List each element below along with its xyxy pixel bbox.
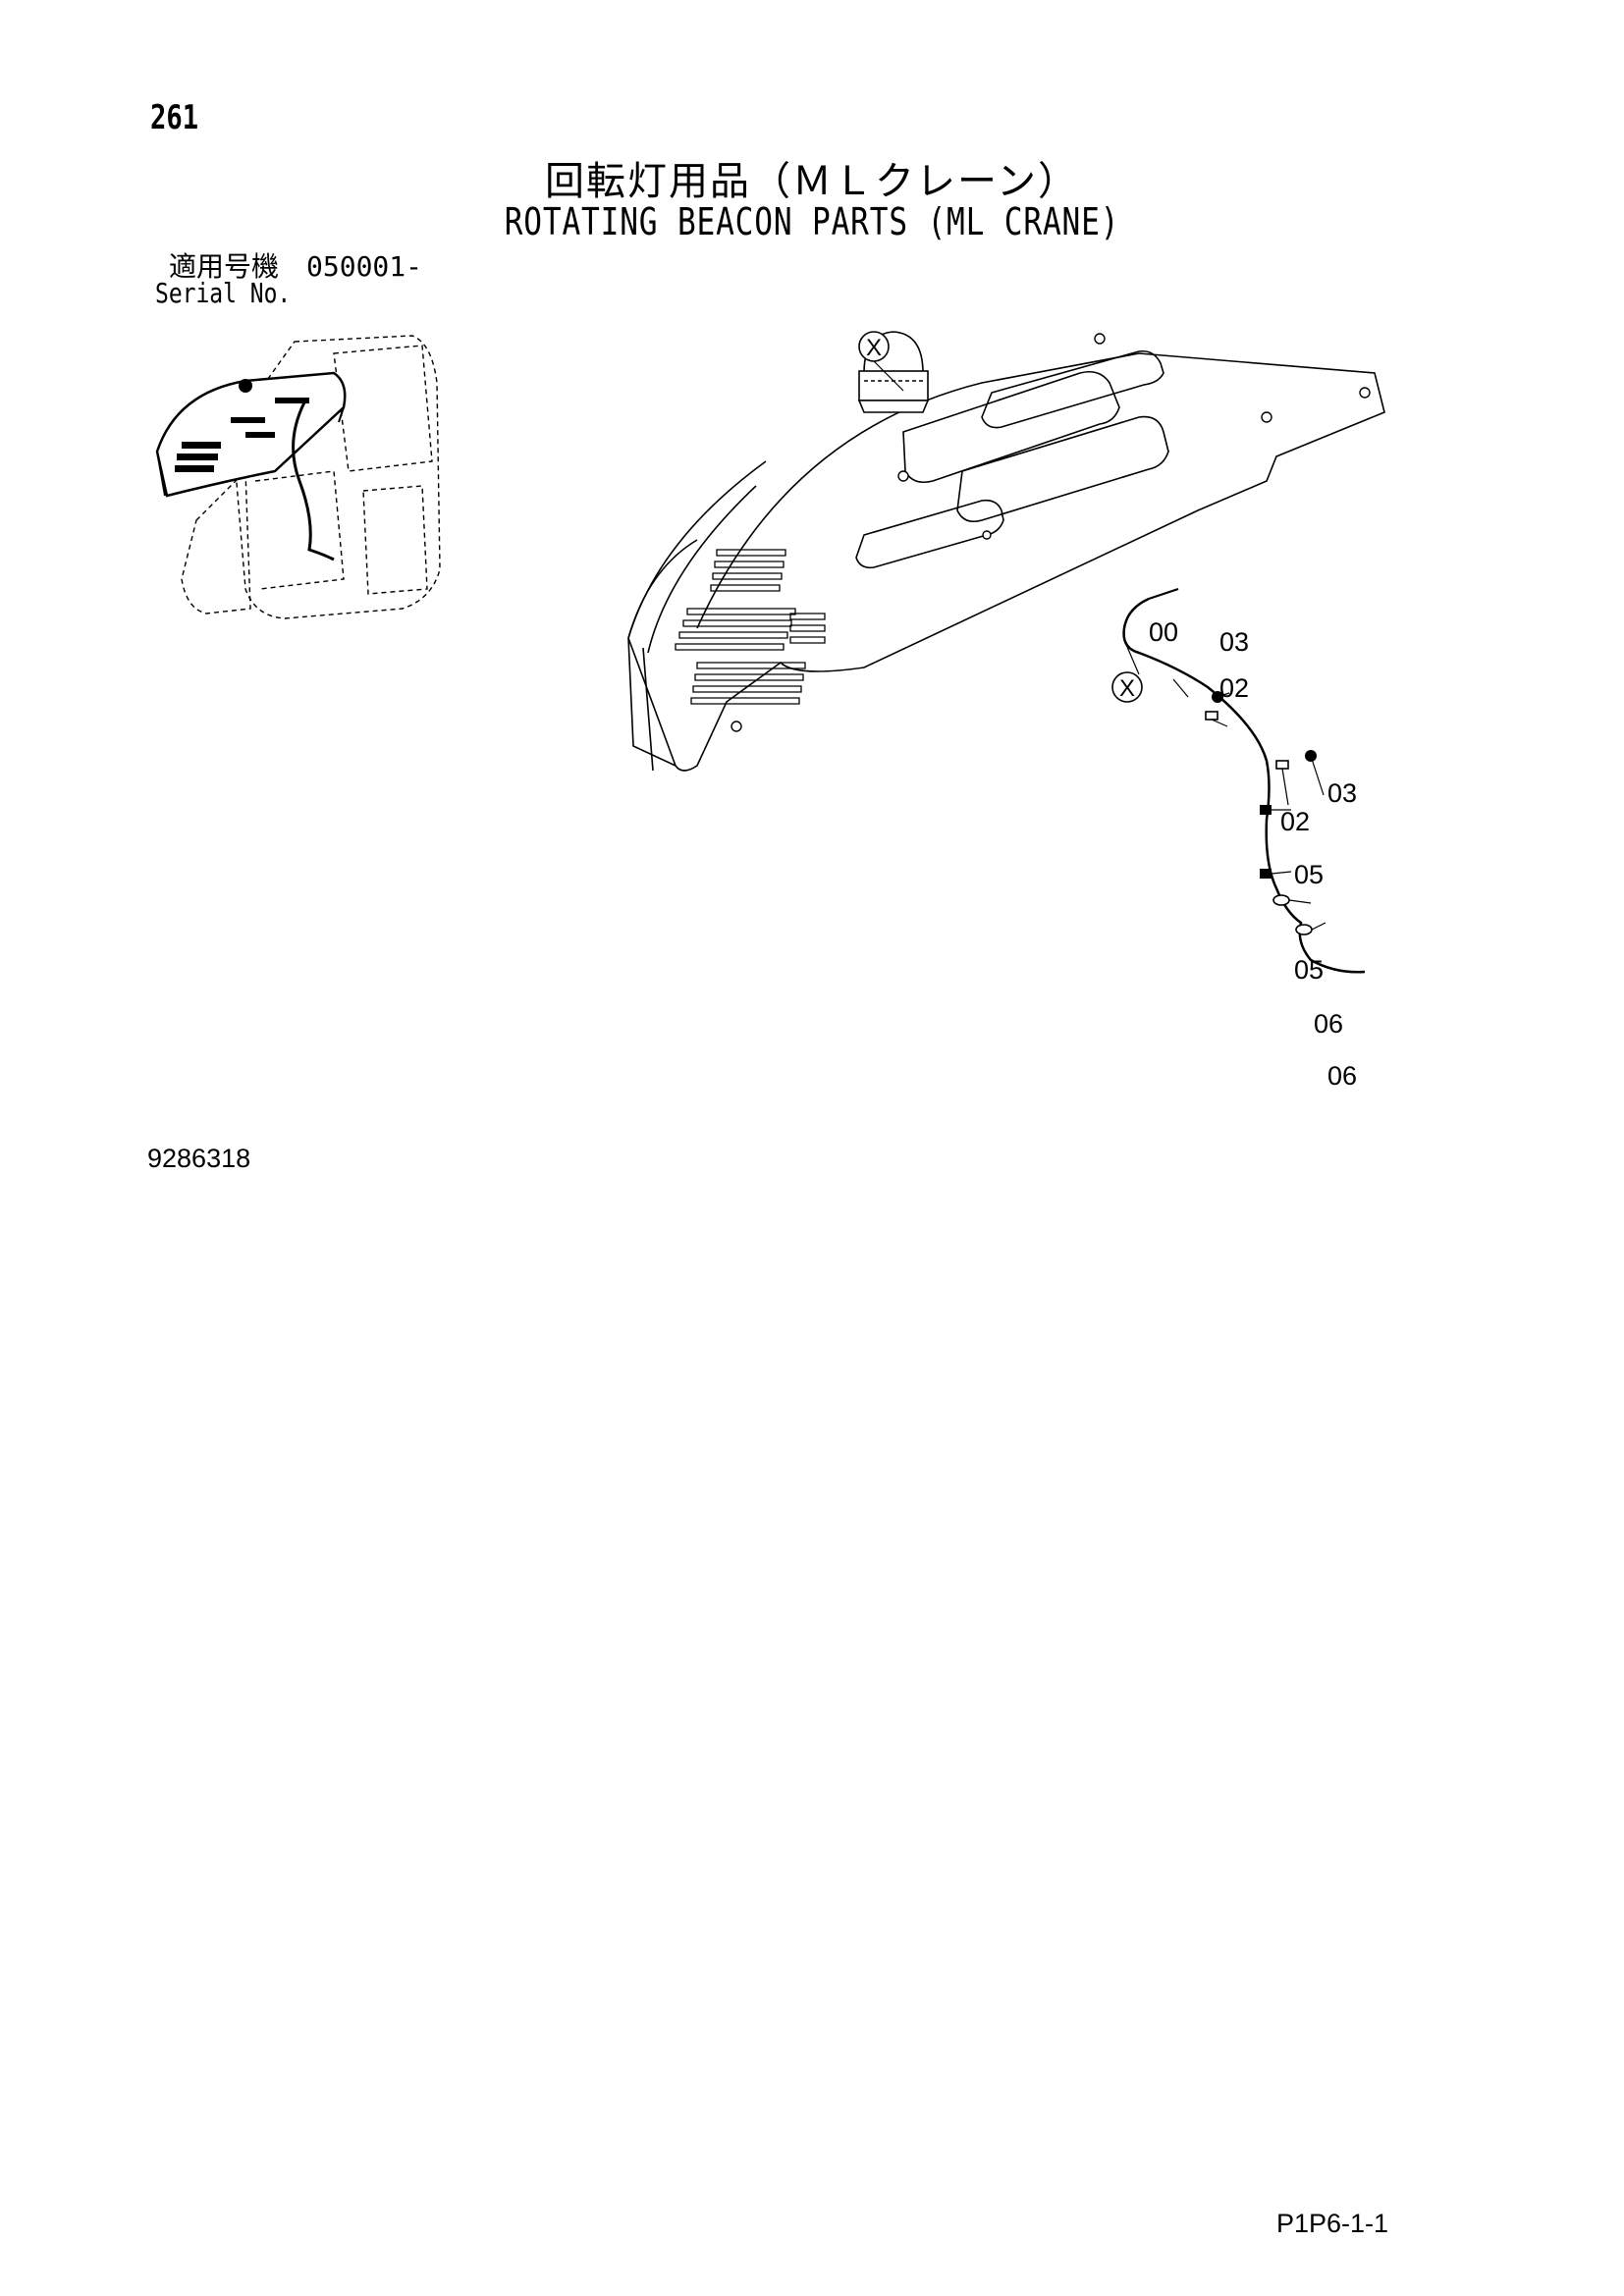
part-label: 05 bbox=[1294, 860, 1324, 889]
callout-x-top bbox=[858, 331, 890, 362]
part-label: 03 bbox=[1327, 778, 1357, 808]
bracket-02-lower bbox=[1275, 760, 1289, 770]
page-code: P1P6-1-1 bbox=[1276, 2209, 1389, 2238]
panel-opening bbox=[855, 499, 1004, 569]
part-label: 02 bbox=[1280, 807, 1310, 836]
band-06-upper bbox=[1272, 894, 1290, 906]
serial-number-label: Serial No. bbox=[155, 277, 292, 309]
panel-opening bbox=[956, 415, 1169, 523]
clip-05-lower bbox=[1260, 869, 1272, 879]
part-label: 00 bbox=[1149, 617, 1178, 647]
part-label: 02 bbox=[1219, 673, 1249, 703]
rotating-beacon-parts-diagram: X X 00 03 02 03 02 05 05 06 06 bbox=[627, 331, 1385, 1091]
part-label: 05 bbox=[1294, 955, 1324, 985]
band-06-lower bbox=[1295, 924, 1313, 935]
page-title-english: ROTATING BEACON PARTS (ML CRANE) bbox=[504, 200, 1120, 243]
callout-label: X bbox=[866, 335, 882, 361]
clip-05-upper bbox=[1260, 805, 1272, 815]
bracket-02-upper bbox=[1205, 711, 1218, 721]
machine-overview-keymap bbox=[155, 335, 441, 619]
page-number: 261 bbox=[150, 98, 199, 137]
part-label: 06 bbox=[1327, 1061, 1357, 1091]
part-label: 03 bbox=[1219, 627, 1249, 657]
part-label: 06 bbox=[1314, 1009, 1343, 1039]
rotating-beacon-lamp bbox=[857, 331, 930, 413]
callout-label: X bbox=[1119, 675, 1135, 702]
page-title-japanese: 回転灯用品（ＭＬクレーン） bbox=[545, 159, 1079, 204]
panel-opening bbox=[981, 349, 1164, 429]
wire-harness bbox=[1122, 597, 1366, 974]
callout-x-cable bbox=[1111, 671, 1143, 703]
panel-opening bbox=[902, 370, 1120, 484]
drawing-number: 9286318 bbox=[147, 1144, 251, 1173]
serial-applicability-japanese: 適用号機 050001- bbox=[169, 250, 423, 283]
